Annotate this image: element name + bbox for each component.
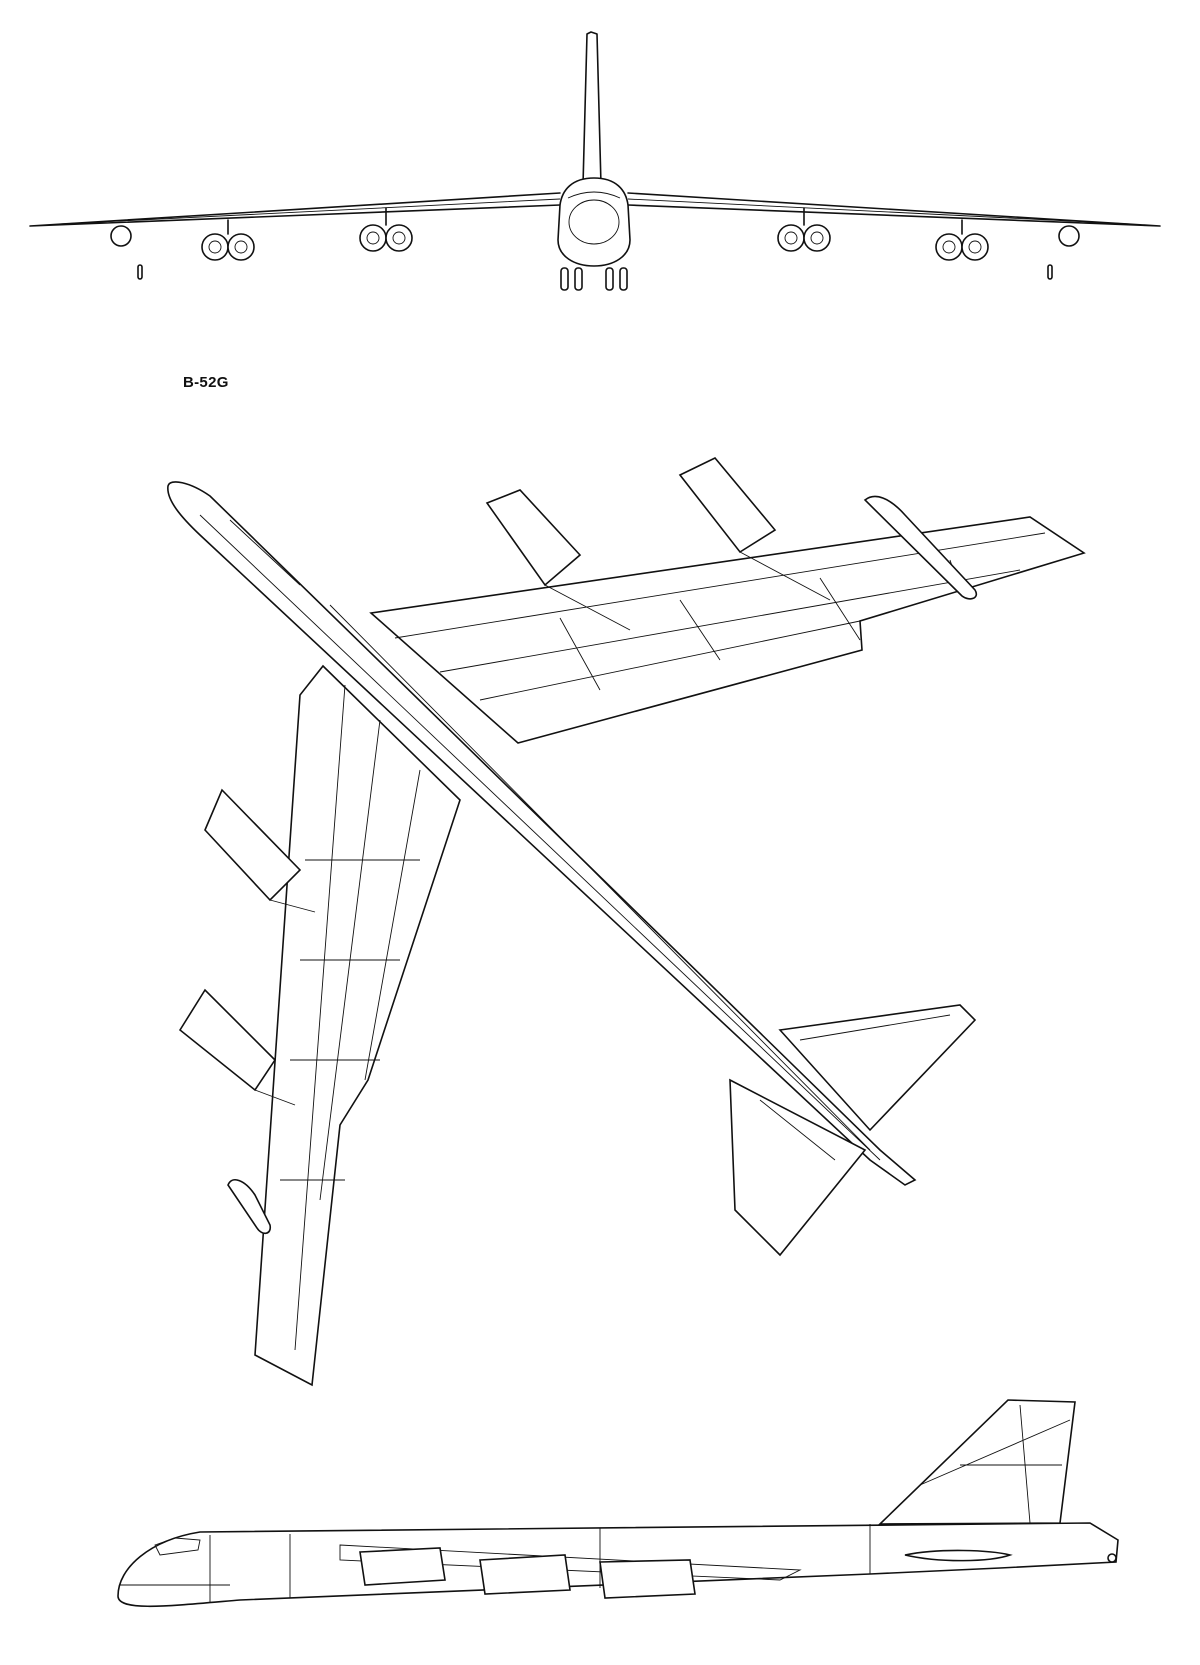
variant-label: B-52G [183, 374, 229, 391]
side-view-external-tank [904, 1549, 1013, 1562]
plan-view [167, 457, 1086, 1387]
side-view-cockpit-glazing [154, 1537, 201, 1556]
side-view-vertical-fin [878, 1399, 1076, 1525]
front-view-tank-right [1058, 225, 1080, 247]
plan-view-right-engines [485, 457, 978, 631]
front-view-engines [201, 207, 989, 261]
plan-view-right-wing [369, 516, 1086, 744]
plan-view-left-wing [254, 664, 461, 1387]
side-view [117, 1399, 1119, 1608]
front-view-tank-left [110, 225, 132, 247]
plan-view-fuselage [167, 481, 917, 1186]
front-view-fuselage [557, 177, 631, 267]
front-view-fin [582, 31, 602, 186]
plan-view-left-engines [178, 788, 316, 1235]
plan-view-horizontal-tail [729, 1004, 977, 1257]
front-view-main-gear [560, 267, 628, 291]
front-view-wing [29, 192, 1161, 227]
side-view-engines [359, 1547, 696, 1599]
front-view [29, 31, 1161, 291]
